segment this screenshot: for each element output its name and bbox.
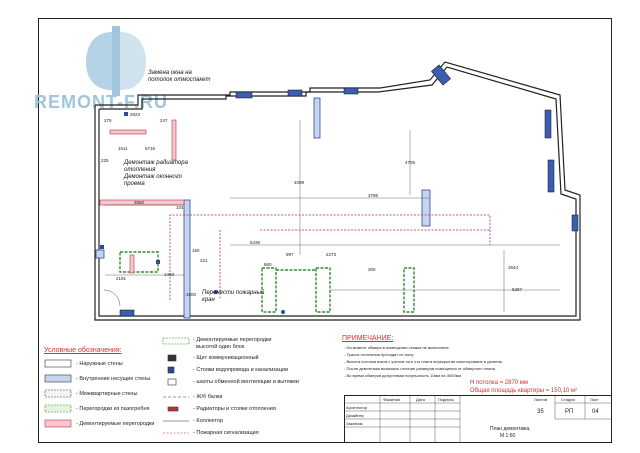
dim-247: 247 [160, 118, 168, 123]
stamp-col: Фамилия [383, 397, 400, 402]
dim-5716: 5716 [145, 146, 156, 151]
legend-item: - Демонтируемые перегородки [76, 421, 155, 427]
note-line: - На момент обмера в помещении стяжка не… [344, 345, 450, 350]
dim-860: 860 [264, 262, 272, 267]
logo-icon [86, 26, 146, 96]
dim-221: 221 [200, 258, 208, 263]
partitions [119, 251, 415, 313]
stamp-sheets: 35 [537, 409, 544, 415]
legend-item: - Радиаторы и стояки отопления [193, 406, 276, 412]
stamp-scale: М 1:60 [500, 433, 516, 439]
label-crane: Перенести пожарный кран [202, 290, 265, 303]
dimension-lines [105, 120, 560, 312]
window-blocks [119, 64, 579, 317]
note-line: - Во время обмеров допустимая погрешност… [344, 373, 462, 378]
stamp-role: Дизайнер [346, 413, 364, 418]
dim-1403: 1403 [164, 272, 175, 277]
dim-2273: 2273 [326, 252, 337, 257]
legend-item: - Пожарная сигнализация [193, 430, 259, 436]
dim-997: 997 [286, 252, 294, 257]
dim-5287: 5287 [512, 287, 523, 292]
label-radiator: Демонтаж радиатора отопления Демонтаж ок… [124, 160, 188, 187]
legend-item: - Наружные стены [76, 361, 123, 367]
legend-title: Условные обозначения: [44, 347, 122, 354]
outer-walls [94, 61, 581, 321]
stamp-role: Архитектор [346, 405, 368, 410]
sheet-frame [38, 18, 612, 443]
notes-title: ПРИМЕЧАНИЕ: [342, 335, 394, 342]
legend-item: - Демонтируемые перегородки высотой один… [193, 337, 272, 350]
dim-1511: 1511 [118, 146, 128, 151]
dim-275: 275 [104, 118, 112, 123]
stamp-col: Подпись [438, 397, 454, 402]
dim-4705: 4705 [405, 160, 416, 165]
dim-160: 160 [192, 248, 200, 253]
dim-300: 300 [368, 267, 376, 272]
stamp-sheet: 04 [592, 409, 599, 415]
total-area: Общая площадь квартиры = 150,10 м² [470, 388, 578, 394]
stamp-head: Листов [534, 397, 547, 402]
legend-item: - Внутренние несущие стены [76, 376, 151, 382]
dim-2191: 2191 [116, 276, 127, 281]
legend-item: - Стояки водопровода и канализации [193, 367, 289, 373]
dim-5436: 5436 [250, 240, 261, 245]
stamp-title: План демонтажа. [490, 426, 531, 432]
entry-door [103, 289, 121, 307]
risers [100, 112, 285, 314]
stamp-role: Заказчик [346, 421, 363, 426]
dim-4099: 4099 [294, 180, 305, 185]
dim-2823: 2823 [130, 112, 141, 117]
dim-225: 225 [101, 158, 109, 163]
legend-item: - Щит коммуникационный [193, 355, 259, 361]
dim-3550: 3550 [134, 200, 145, 205]
legend-item: - Ж/б балки [193, 394, 223, 400]
stamp-head: Стадия [561, 397, 575, 402]
legend-item: - Коллектор [193, 418, 224, 424]
stamp-grid [344, 395, 612, 443]
title-block [344, 395, 612, 443]
fire-alarm-line [169, 214, 491, 300]
demolished-partitions [99, 119, 185, 274]
ceiling-height: H потолка = 2870 мм [470, 380, 529, 386]
dim-104: 104 [176, 205, 184, 210]
legend-swatches [44, 337, 190, 434]
dim-1800: 1800 [186, 292, 197, 297]
stamp-head: Лист [590, 397, 599, 402]
stamp-col: Дата [416, 397, 425, 402]
bearing-walls [95, 97, 431, 319]
legend-item: - Перегородки из пазогребня [76, 406, 150, 412]
note-line: - Высота потолка взята с учетом того что… [344, 359, 504, 364]
legend-item: - шахты обменной вентиляции и вытяжки [193, 379, 299, 385]
logo-text: REMONT-F.RU [34, 92, 168, 112]
stamp-stage: РП [565, 409, 574, 415]
note-line: - После демонтажа возможно отличие разме… [344, 366, 496, 371]
legend-item: - Межквартирные стены [76, 391, 138, 397]
dim-3796: 3796 [368, 193, 379, 198]
dim-3644: 3644 [508, 265, 519, 270]
note-line: - Трасса отопления проходит по полу. [344, 352, 415, 357]
label-window: Замена окна на потолок отмоспакет [148, 70, 211, 83]
